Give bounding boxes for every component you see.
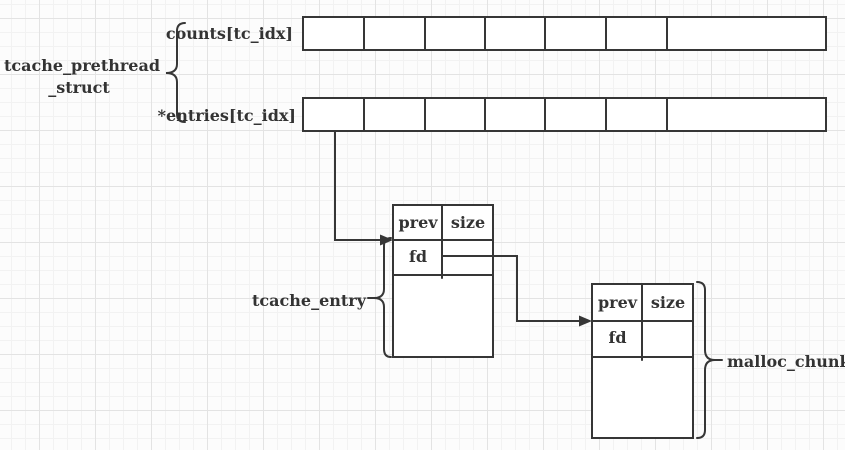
counts-array-label: counts[tc_idx] xyxy=(165,24,293,43)
malloc-chunk-prev-field: prev xyxy=(597,293,638,312)
tcache-entry-fd-field: fd xyxy=(408,247,428,266)
tcache-entry-label: tcache_entry xyxy=(252,291,366,310)
entries-array-box xyxy=(302,97,827,132)
tcache-entry-brace xyxy=(367,237,392,358)
struct-label-line1: tcache_prethread xyxy=(4,56,161,75)
tcache-entry-size-field: size xyxy=(450,213,486,232)
tcache-entry-prev-field: prev xyxy=(398,213,438,232)
arrow-head xyxy=(380,234,393,246)
counts-array-box xyxy=(302,16,827,51)
malloc-chunk-label: malloc_chunk xyxy=(727,352,845,371)
counts-array-cell-dividers xyxy=(363,16,668,51)
malloc-chunk-size-field: size xyxy=(650,293,686,312)
malloc-chunk-box xyxy=(591,283,694,439)
tcache-entry-box xyxy=(392,204,494,358)
malloc-chunk-fd-field: fd xyxy=(608,328,627,347)
struct-label-line2: _struct xyxy=(48,78,110,97)
arrow-head xyxy=(579,315,592,327)
fd-to-malloc-chunk-arrow xyxy=(441,255,592,327)
struct-brace xyxy=(165,22,186,123)
entries-to-tcache-arrow xyxy=(334,130,393,246)
entries-array-cell-dividers xyxy=(363,97,668,132)
counts-array xyxy=(302,16,827,51)
malloc-chunk-brace xyxy=(696,281,723,439)
entries-array xyxy=(302,97,827,132)
entries-array-label: *entries[tc_idx] xyxy=(157,106,296,125)
struct-label: tcache_prethread _struct xyxy=(4,55,161,99)
